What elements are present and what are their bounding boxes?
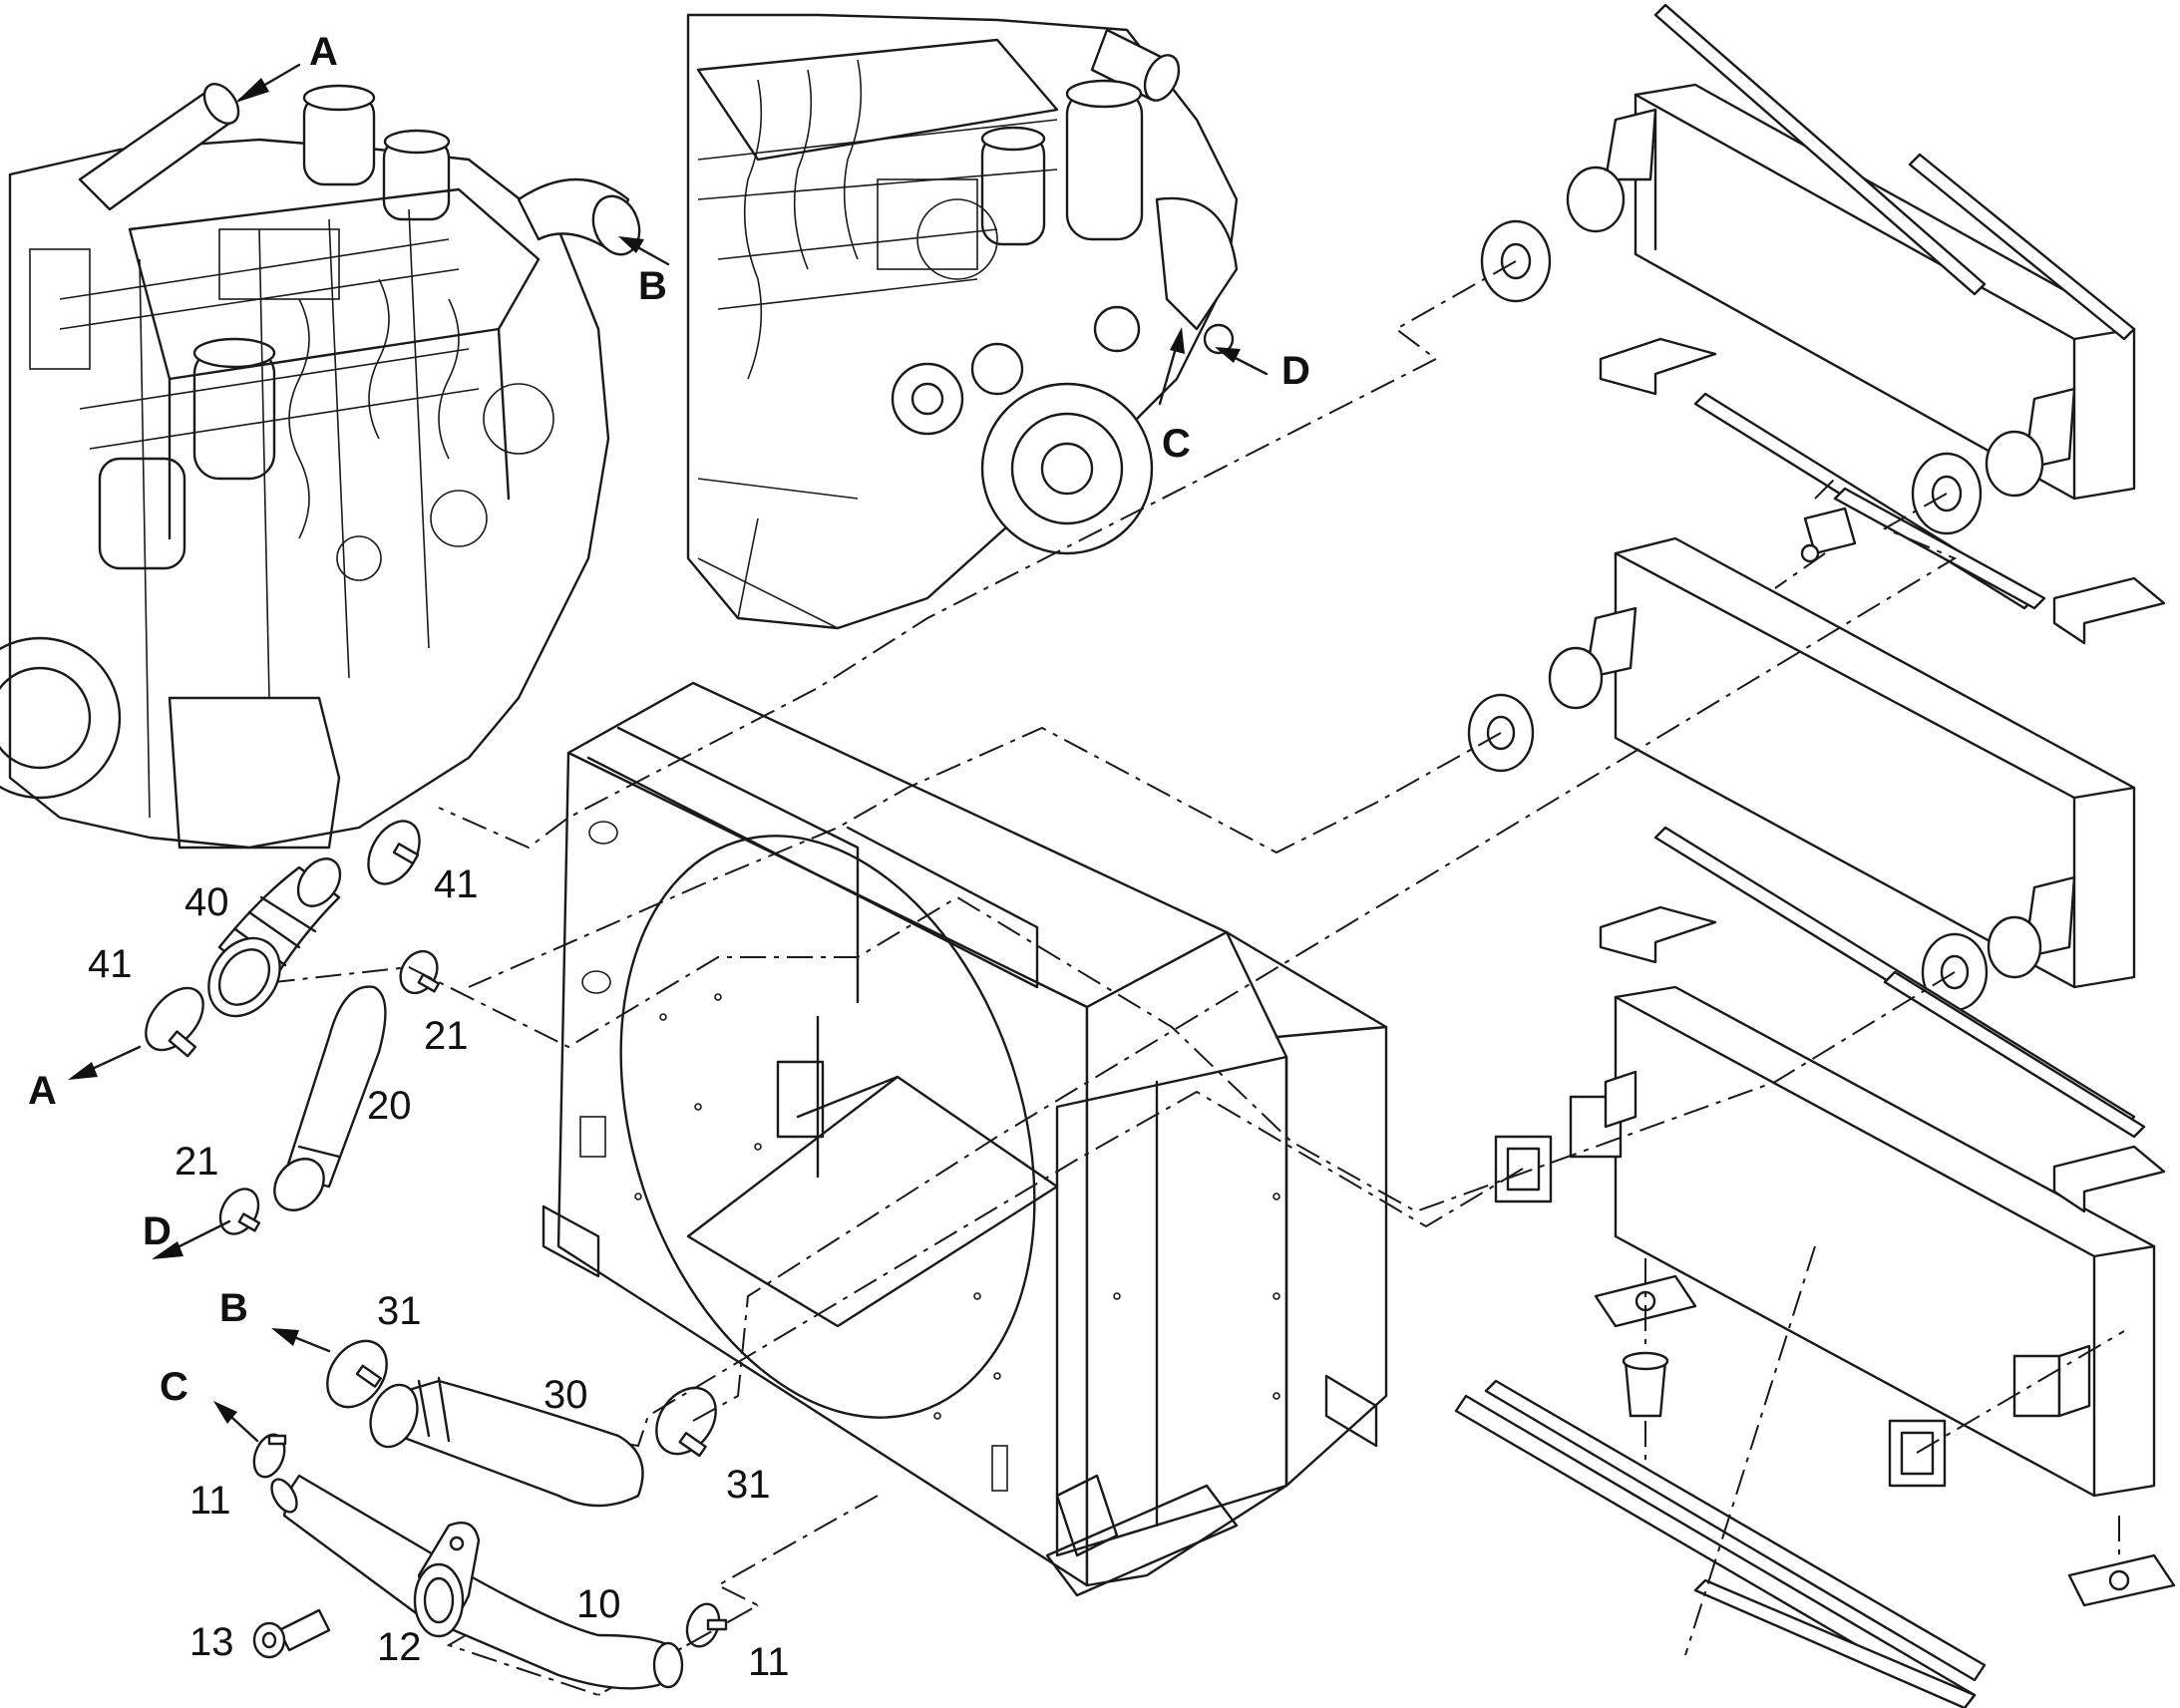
callout-20: 20 (367, 1084, 412, 1128)
callout-12: 12 (377, 1625, 422, 1669)
callout-41-lower: 41 (88, 942, 133, 986)
letter-c-top: C (1162, 422, 1191, 466)
cooler-cores (1454, 3, 2176, 1708)
callout-11-lower: 11 (748, 1640, 790, 1684)
hose-30 (369, 1376, 644, 1508)
clamp-21-upper (399, 949, 441, 995)
callout-31-lower: 31 (726, 1463, 771, 1507)
letter-a-bottom: A (28, 1069, 57, 1113)
clamp-31-lower (655, 1386, 717, 1458)
callout-40: 40 (184, 880, 229, 924)
connection-arrows (68, 63, 1269, 1443)
callout-21-upper: 21 (424, 1014, 469, 1058)
letter-d-top: D (1281, 349, 1310, 393)
hose-20 (273, 985, 387, 1211)
letter-c-bottom: C (160, 1365, 188, 1409)
callout-13: 13 (189, 1620, 234, 1664)
callout-30: 30 (544, 1373, 588, 1417)
engine-left-view (0, 83, 641, 850)
cooler-frame (542, 681, 1388, 1597)
letter-a-top: A (309, 30, 338, 74)
letter-d-bottom: D (143, 1209, 172, 1253)
callout-11-upper: 11 (189, 1479, 231, 1523)
connection-letters: A B C D A D B C (28, 30, 1310, 1409)
callout-21-lower: 21 (175, 1140, 219, 1184)
letter-b-bottom: B (219, 1286, 248, 1330)
callout-31-upper: 31 (377, 1289, 422, 1333)
clamp-21-lower (218, 1188, 261, 1235)
clamp-41-lower (145, 986, 204, 1058)
bolt-13 (252, 1608, 331, 1659)
hose-40 (207, 857, 342, 1018)
pipe-10 (270, 1474, 684, 1690)
clamp-11-lower (685, 1602, 728, 1648)
clamp-41-upper (367, 820, 421, 885)
engine-right-view (686, 13, 1239, 630)
letter-b-top: B (638, 264, 667, 308)
clamp-31-upper (326, 1339, 388, 1409)
callout-10: 10 (576, 1582, 621, 1626)
bracket-12 (413, 1521, 481, 1638)
callout-41-upper: 41 (434, 862, 479, 906)
clamp-11-upper (252, 1433, 287, 1479)
part-callouts: 40 41 41 21 20 21 31 30 31 11 10 13 12 1… (88, 862, 790, 1684)
